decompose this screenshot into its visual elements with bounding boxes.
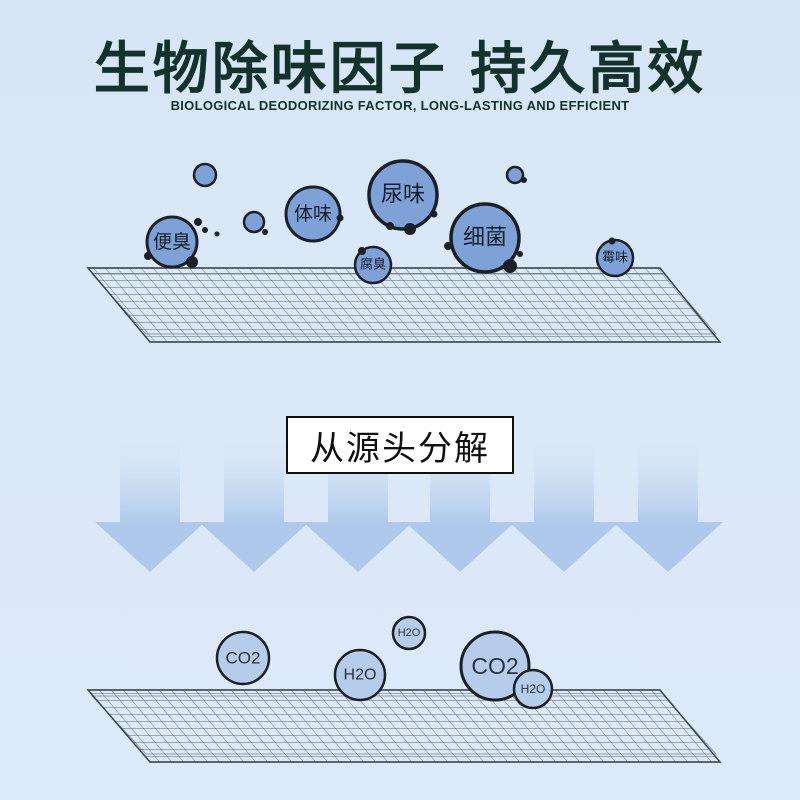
molecule-co2-big: CO2 <box>459 630 531 702</box>
molecule-h2o-right-label: H2O <box>521 682 546 696</box>
arrow-down-icon <box>613 430 723 572</box>
molecule-h2o-right: H2O <box>512 668 554 710</box>
odor-bubbles: 便臭 体味 尿味 腐臭 细菌 霉味 <box>144 159 635 285</box>
bubble-mold-label: 霉味 <box>602 251 628 266</box>
products: CO2 H2O H2O CO2 H2O <box>215 615 554 710</box>
arrow-down-icon <box>509 430 619 572</box>
bubble-urine-label: 尿味 <box>381 183 425 208</box>
bubble-bacteria: 细菌 <box>444 202 523 274</box>
mesh-top <box>86 267 722 343</box>
bubble-rot: 腐臭 <box>353 245 393 285</box>
molecule-co2-left-label: CO2 <box>226 649 261 668</box>
mesh-bottom <box>86 689 722 763</box>
bubble-mold: 霉味 <box>595 237 635 278</box>
molecule-co2-left: CO2 <box>215 630 271 686</box>
molecule-h2o-small: H2O <box>391 615 427 651</box>
bubble-rot-label: 腐臭 <box>360 258 386 273</box>
bubble-stool: 便臭 <box>144 215 199 269</box>
bubble-urine: 尿味 <box>367 159 439 235</box>
bubble-body: 体味 <box>284 185 344 243</box>
bubble-stool-label: 便臭 <box>153 231 191 253</box>
bubble-bacteria-label: 细菌 <box>463 226 507 251</box>
molecule-h2o-small-label: H2O <box>398 627 421 639</box>
page-title: 生物除味因子 持久高效 <box>93 37 707 102</box>
arrow-down-icon <box>199 430 309 572</box>
decompose-label: 从源头分解 <box>286 416 514 474</box>
page-subtitle: BIOLOGICAL DEODORIZING FACTOR, LONG-LAST… <box>170 98 630 113</box>
bubble-body-label: 体味 <box>294 203 332 225</box>
molecule-h2o-mid-label: H2O <box>344 667 377 684</box>
arrow-down-icon <box>95 430 205 572</box>
molecule-co2-big-label: CO2 <box>471 653 518 679</box>
molecule-h2o-mid: H2O <box>333 648 387 702</box>
